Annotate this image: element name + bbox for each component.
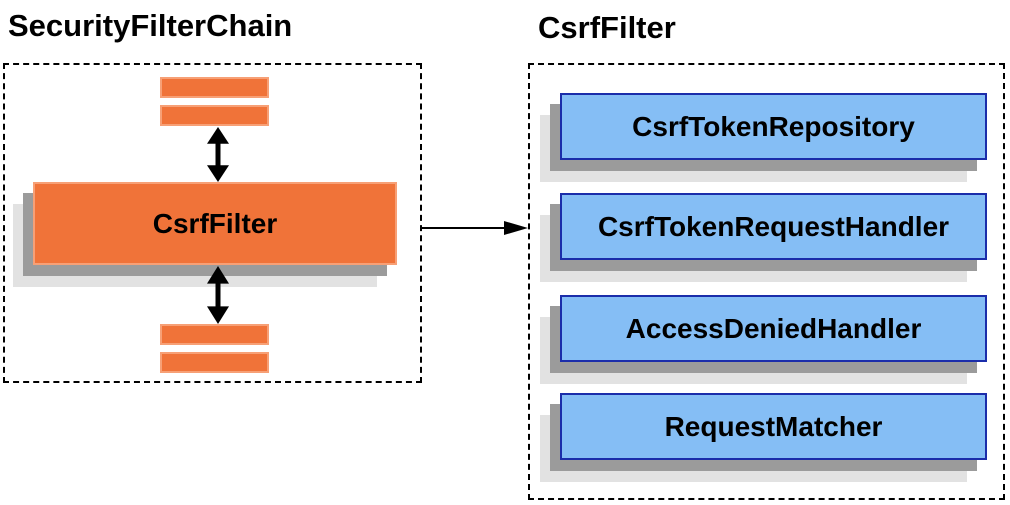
component-label: CsrfTokenRequestHandler bbox=[597, 210, 950, 242]
up-down-arrow-icon bbox=[202, 266, 234, 324]
component-label: RequestMatcher bbox=[664, 410, 883, 442]
security-filter-chain-title: SecurityFilterChain bbox=[8, 8, 293, 43]
filter-placeholder-bar bbox=[160, 77, 269, 98]
up-down-arrow-icon bbox=[202, 127, 234, 182]
csrf-filter-box: CsrfFilter bbox=[33, 182, 397, 265]
request-matcher-box: RequestMatcher bbox=[560, 393, 987, 460]
component-label: CsrfTokenRepository bbox=[632, 110, 915, 142]
csrf-filter-title: CsrfFilter bbox=[538, 10, 676, 45]
csrf-filter-box-label: CsrfFilter bbox=[152, 207, 278, 239]
right-arrow-icon bbox=[422, 218, 528, 238]
csrf-filter-panel: CsrfTokenRepository CsrfTokenRequestHand… bbox=[528, 63, 1005, 500]
filter-placeholder-bar bbox=[160, 352, 269, 373]
csrf-token-repository-box: CsrfTokenRepository bbox=[560, 93, 987, 160]
access-denied-handler-box: AccessDeniedHandler bbox=[560, 295, 987, 362]
filter-placeholder-bar bbox=[160, 105, 269, 126]
csrf-token-request-handler-box: CsrfTokenRequestHandler bbox=[560, 193, 987, 260]
component-label: AccessDeniedHandler bbox=[625, 312, 922, 344]
filter-placeholder-bar bbox=[160, 324, 269, 345]
security-filter-chain-panel: CsrfFilter bbox=[3, 63, 422, 383]
